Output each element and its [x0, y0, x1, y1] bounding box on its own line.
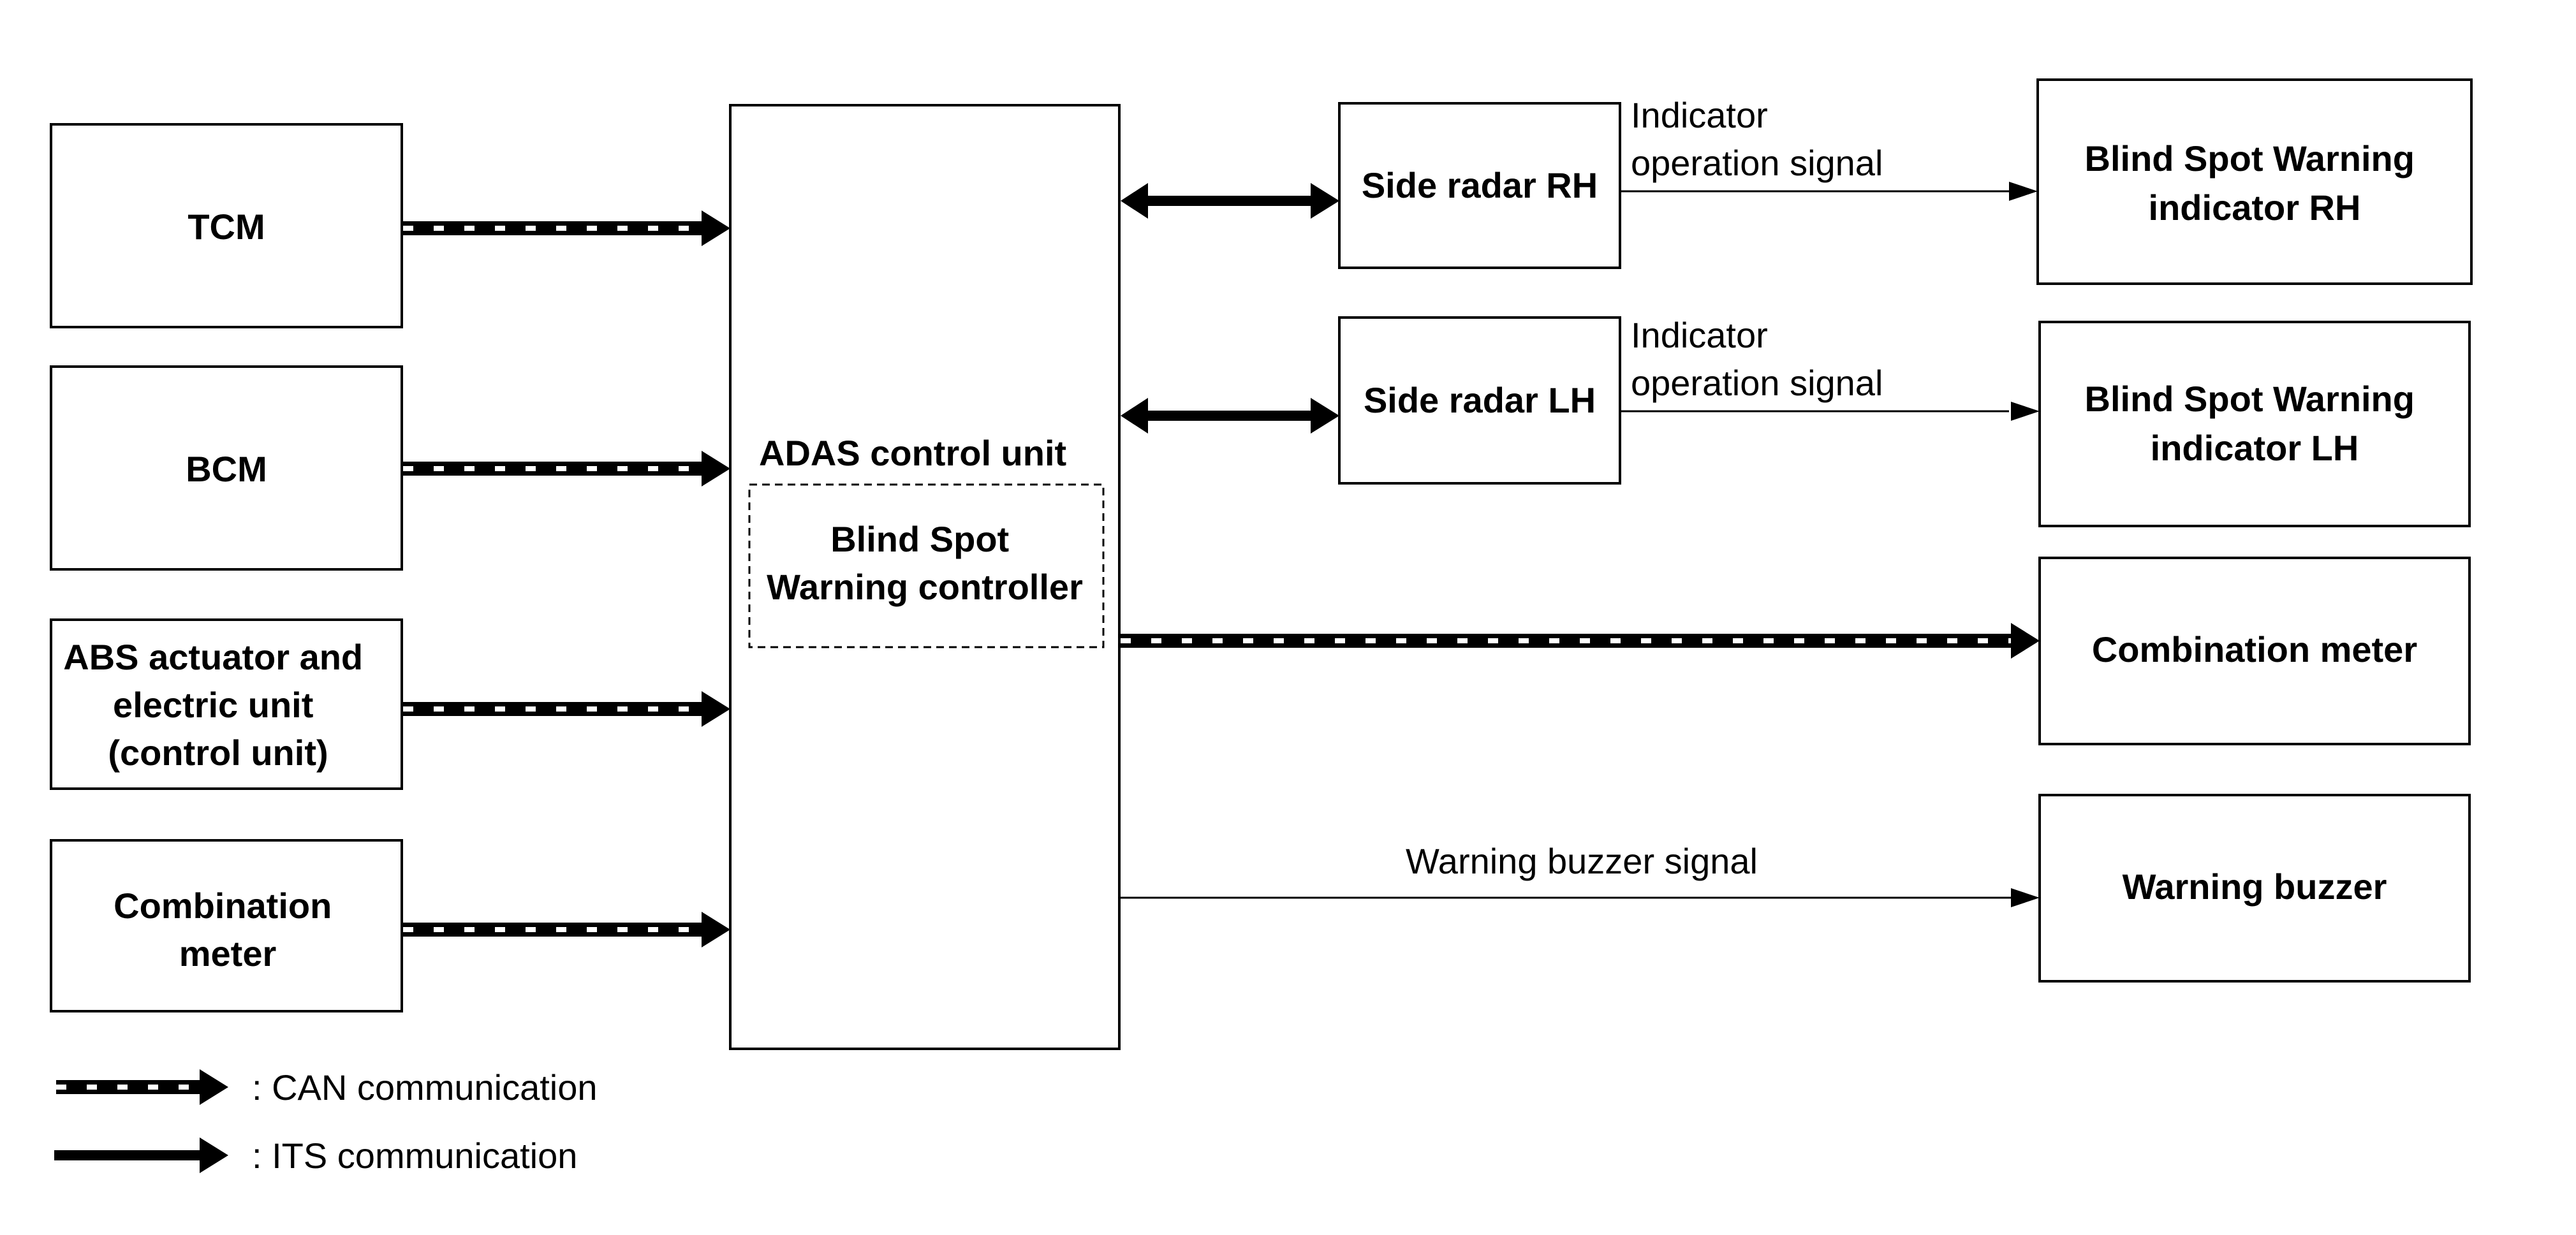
blind-spot-warning-controller-box [748, 483, 1105, 648]
can-arrow-adas-to-combination-meter [1121, 623, 2040, 659]
can-arrow-bcm-to-adas [403, 451, 730, 486]
its-arrow-adas-side-radar-rh [1121, 183, 1339, 219]
bsw-indicator-lh-label: Blind Spot Warning indicator LH [2085, 379, 2425, 468]
indicator-signal-lh-line: Indicator operation signal [1621, 315, 2040, 421]
blind-spot-warning-controller-label: Blind Spot Warning controller [767, 519, 1083, 607]
legend-can-label: : CAN communication [252, 1067, 598, 1107]
its-arrow-adas-side-radar-lh [1121, 398, 1339, 434]
combination-meter-left-block: Combination meter [50, 839, 403, 1012]
warning-buzzer-signal-label: Warning buzzer signal [1406, 841, 1758, 881]
combination-meter-left-label: Combination meter [114, 886, 342, 974]
legend: : CAN communication : ITS communication [54, 1067, 598, 1176]
side-radar-rh-block: Side radar RH [1338, 102, 1621, 269]
abs-block: ABS actuator and electric unit (control … [50, 618, 403, 790]
bsw-indicator-rh-block: Blind Spot Warning indicator RH [2036, 78, 2473, 285]
bcm-label: BCM [186, 449, 267, 489]
bsw-indicator-rh-label: Blind Spot Warning indicator RH [2085, 138, 2425, 228]
indicator-signal-rh-label: Indicator operation signal [1631, 95, 1883, 183]
warning-buzzer-block: Warning buzzer [2038, 794, 2471, 983]
side-radar-lh-block: Side radar LH [1338, 316, 1621, 485]
warning-buzzer-label: Warning buzzer [2123, 866, 2387, 907]
can-arrow-tcm-to-adas [403, 210, 730, 246]
indicator-signal-rh-line: Indicator operation signal [1621, 95, 2038, 201]
legend-its-arrow [54, 1137, 228, 1173]
legend-can-arrow [56, 1069, 228, 1105]
indicator-signal-lh-label: Indicator operation signal [1631, 315, 1883, 403]
bsw-indicator-lh-block: Blind Spot Warning indicator LH [2038, 321, 2471, 527]
can-arrow-abs-to-adas [403, 691, 730, 727]
legend-its-label: : ITS communication [252, 1136, 577, 1176]
combination-meter-right-label: Combination meter [2092, 629, 2417, 669]
adas-control-unit-label: ADAS control unit [759, 433, 1066, 473]
side-radar-rh-label: Side radar RH [1362, 165, 1598, 205]
side-radar-lh-label: Side radar LH [1364, 380, 1596, 420]
warning-buzzer-signal-line: Warning buzzer signal [1121, 841, 2040, 907]
tcm-label: TCM [188, 207, 265, 247]
abs-label: ABS actuator and electric unit (control … [63, 637, 372, 773]
adas-control-unit-block: ADAS control unit Blind Spot Warning con… [729, 104, 1121, 1050]
can-arrow-combination-meter-to-adas [403, 912, 730, 947]
combination-meter-right-block: Combination meter [2038, 557, 2471, 745]
tcm-block: TCM [50, 123, 403, 328]
bcm-block: BCM [50, 365, 403, 571]
